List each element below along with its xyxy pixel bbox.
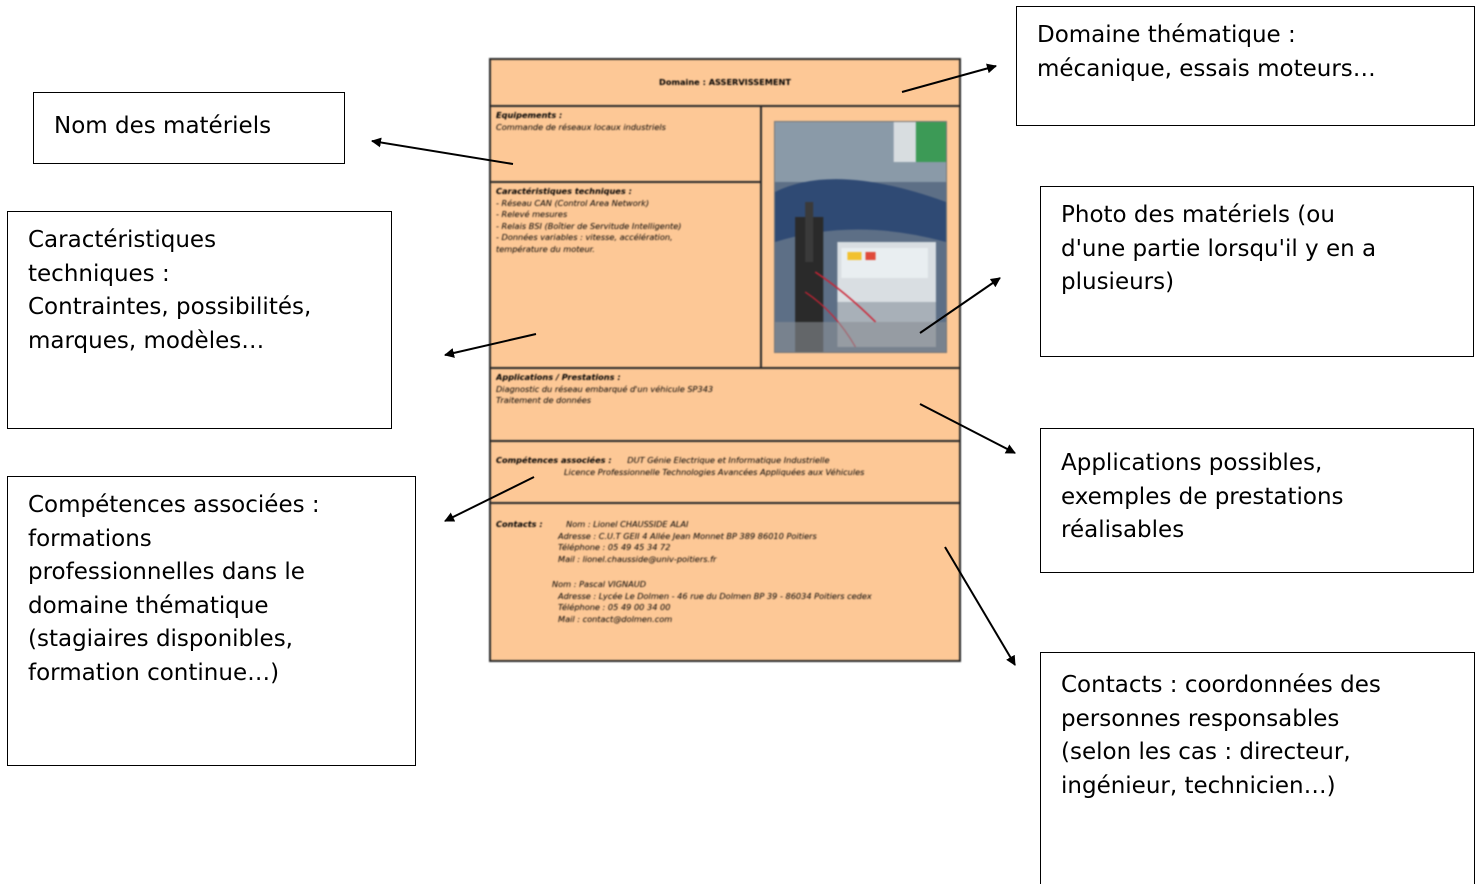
sheet-equipments-line: Commande de réseaux locaux industriels [496,121,666,132]
example-sheet: Domaine : ASSERVISSEMENT Equipements : C… [489,58,961,662]
sheet-characteristics-title: Caractéristiques techniques : [496,186,632,196]
callout-contacts: Contacts : coordonnées des personnes res… [1040,652,1475,884]
sheet-equipments-section: Equipements : Commande de réseaux locaux… [491,107,762,183]
callout-line: Domaine thématique : [1037,22,1296,48]
arrow-to-caracteristiques [444,333,537,358]
contact-1-mail: Mail : lionel.chausside@univ-poitiers.fr [558,553,717,564]
callout-competences: Compétences associées : formations profe… [7,476,416,766]
callout-line: personnes responsables [1061,705,1340,732]
sheet-characteristics-line: - Données variables : vitesse, accélérat… [496,232,673,242]
callout-line: ingénieur, technicien…) [1061,772,1336,799]
arrow-to-applications [919,403,1016,454]
callout-line: Photo des matériels (ou [1061,202,1335,228]
contact-2-mail: Mail : contact@dolmen.com [558,613,673,624]
callout-line: Nom des matériels [54,113,272,139]
callout-line: (stagiaires disponibles, [28,626,293,652]
sheet-applications-line: Traitement de données [496,395,592,405]
callout-line: réalisables [1061,517,1185,543]
callout-applications: Applications possibles, exemples de pres… [1040,428,1474,573]
callout-line: formations [28,525,152,552]
sheet-equipments-title: Equipements : [496,110,563,120]
arrow-to-contacts [944,546,1016,666]
sheet-domain-header: Domaine : ASSERVISSEMENT [491,60,959,107]
contact-1-name: Nom : Lionel CHAUSSIDE ALAI [566,519,689,529]
callout-nom-materiels: Nom des matériels [33,92,345,164]
callout-line: techniques : [28,260,170,287]
contact-2-phone: Téléphone : 05 49 00 34 00 [558,602,671,612]
sheet-characteristics-line: - Relevé mesures [496,209,568,219]
sheet-photo-section [762,107,959,369]
callout-photo: Photo des matériels (ou d'une partie lor… [1040,186,1474,357]
callout-line: professionnelles dans le [28,559,305,585]
callout-line: Applications possibles, [1061,450,1323,476]
equipment-photo [774,121,947,353]
contact-2-address: Adresse : Lycée Le Dolmen - 46 rue du Do… [558,590,872,601]
callout-line: exemples de prestations [1061,483,1344,510]
arrow-to-competences [444,476,535,522]
sheet-competences-section: Compétences associées : DUT Génie Electr… [491,442,959,504]
sheet-applications-line: Diagnostic du réseau embarqué d'un véhic… [496,383,714,394]
callout-line: d'une partie lorsqu'il y en a [1061,235,1377,262]
contact-1-phone: Téléphone : 05 49 45 34 72 [558,542,671,552]
callout-line: mécanique, essais moteurs… [1037,55,1376,82]
sheet-characteristics-section: Caractéristiques techniques : - Réseau C… [491,183,762,369]
callout-line: Contraintes, possibilités, [28,294,312,320]
contact-1-address: Adresse : C.U.T GEII 4 Allée Jean Monnet… [558,530,817,541]
callout-line: plusieurs) [1061,269,1175,295]
sheet-characteristics-line: - Relais BSI (Boîtier de Servitude Intel… [496,220,682,231]
sheet-characteristics-line: - Réseau CAN (Control Area Network) [496,197,650,208]
callout-line: marques, modèles… [28,327,265,354]
callout-line: domaine thématique [28,592,269,619]
sheet-competences-line: DUT Génie Electrique et Informatique Ind… [627,455,830,465]
contact-2-name: Nom : Pascal VIGNAUD [552,579,647,589]
sheet-competences-title: Compétences associées : [496,455,612,465]
callout-line: Contacts : coordonnées des [1061,672,1381,698]
sheet-competences-line: Licence Professionnelle Technologies Ava… [564,466,865,477]
callout-line: formation continue…) [28,659,280,686]
arrow-to-photo [919,277,1001,334]
callout-line: Caractéristiques [28,227,217,253]
arrow-to-nom-materiels [371,137,514,165]
callout-line: Compétences associées : [28,492,320,518]
sheet-contacts-section: Contacts : Nom : Lionel CHAUSSIDE ALAI A… [491,504,959,660]
sheet-applications-title: Applications / Prestations : [496,372,621,382]
arrow-to-domaine [901,63,997,93]
callout-caracteristiques: Caractéristiques techniques : Contrainte… [7,211,392,429]
sheet-applications-section: Applications / Prestations : Diagnostic … [491,369,959,442]
callout-domaine: Domaine thématique : mécanique, essais m… [1016,6,1475,126]
sheet-contacts-title: Contacts : [496,519,543,529]
sheet-characteristics-line: température du moteur. [496,243,595,254]
callout-line: (selon les cas : directeur, [1061,739,1351,765]
